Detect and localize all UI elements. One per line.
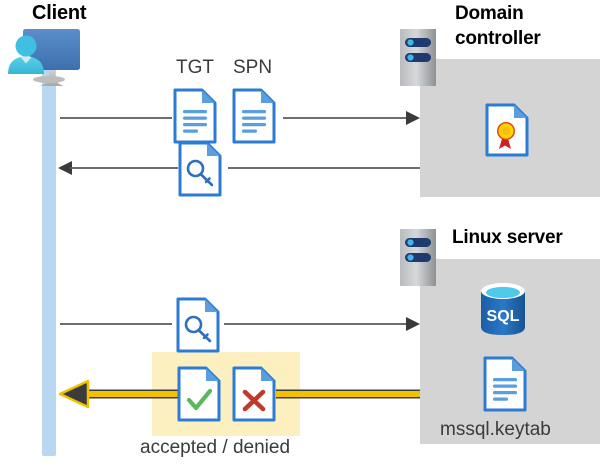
page-title-domain-controller-line2: controller [455, 28, 541, 49]
document-key-icon-request [176, 297, 220, 353]
document-lines-icon-tgt [173, 88, 217, 144]
client-workstation-icon [6, 28, 92, 90]
label-tgt: TGT [176, 57, 214, 78]
server-rack-icon-domain-controller [400, 29, 436, 86]
document-lines-icon-keytab [483, 356, 527, 412]
page-title-linux-server: Linux server [452, 227, 563, 248]
page-title-client: Client [32, 2, 87, 24]
document-lines-icon-spn [232, 88, 276, 144]
document-cross-icon [232, 366, 276, 422]
label-mssql-keytab: mssql.keytab [440, 419, 551, 440]
sql-database-icon: SQL [477, 281, 529, 337]
server-rack-icon-linux [400, 229, 436, 286]
document-certificate-icon [485, 103, 529, 157]
label-accepted-denied: accepted / denied [140, 437, 291, 458]
document-key-icon-response [178, 141, 222, 197]
sql-label: SQL [487, 308, 520, 325]
client-lifeline [42, 68, 56, 456]
page-title-domain-controller-line1: Domain [455, 3, 524, 24]
yellow-response-arrow [58, 379, 420, 409]
label-spn: SPN [233, 57, 273, 78]
document-check-icon [177, 366, 221, 422]
